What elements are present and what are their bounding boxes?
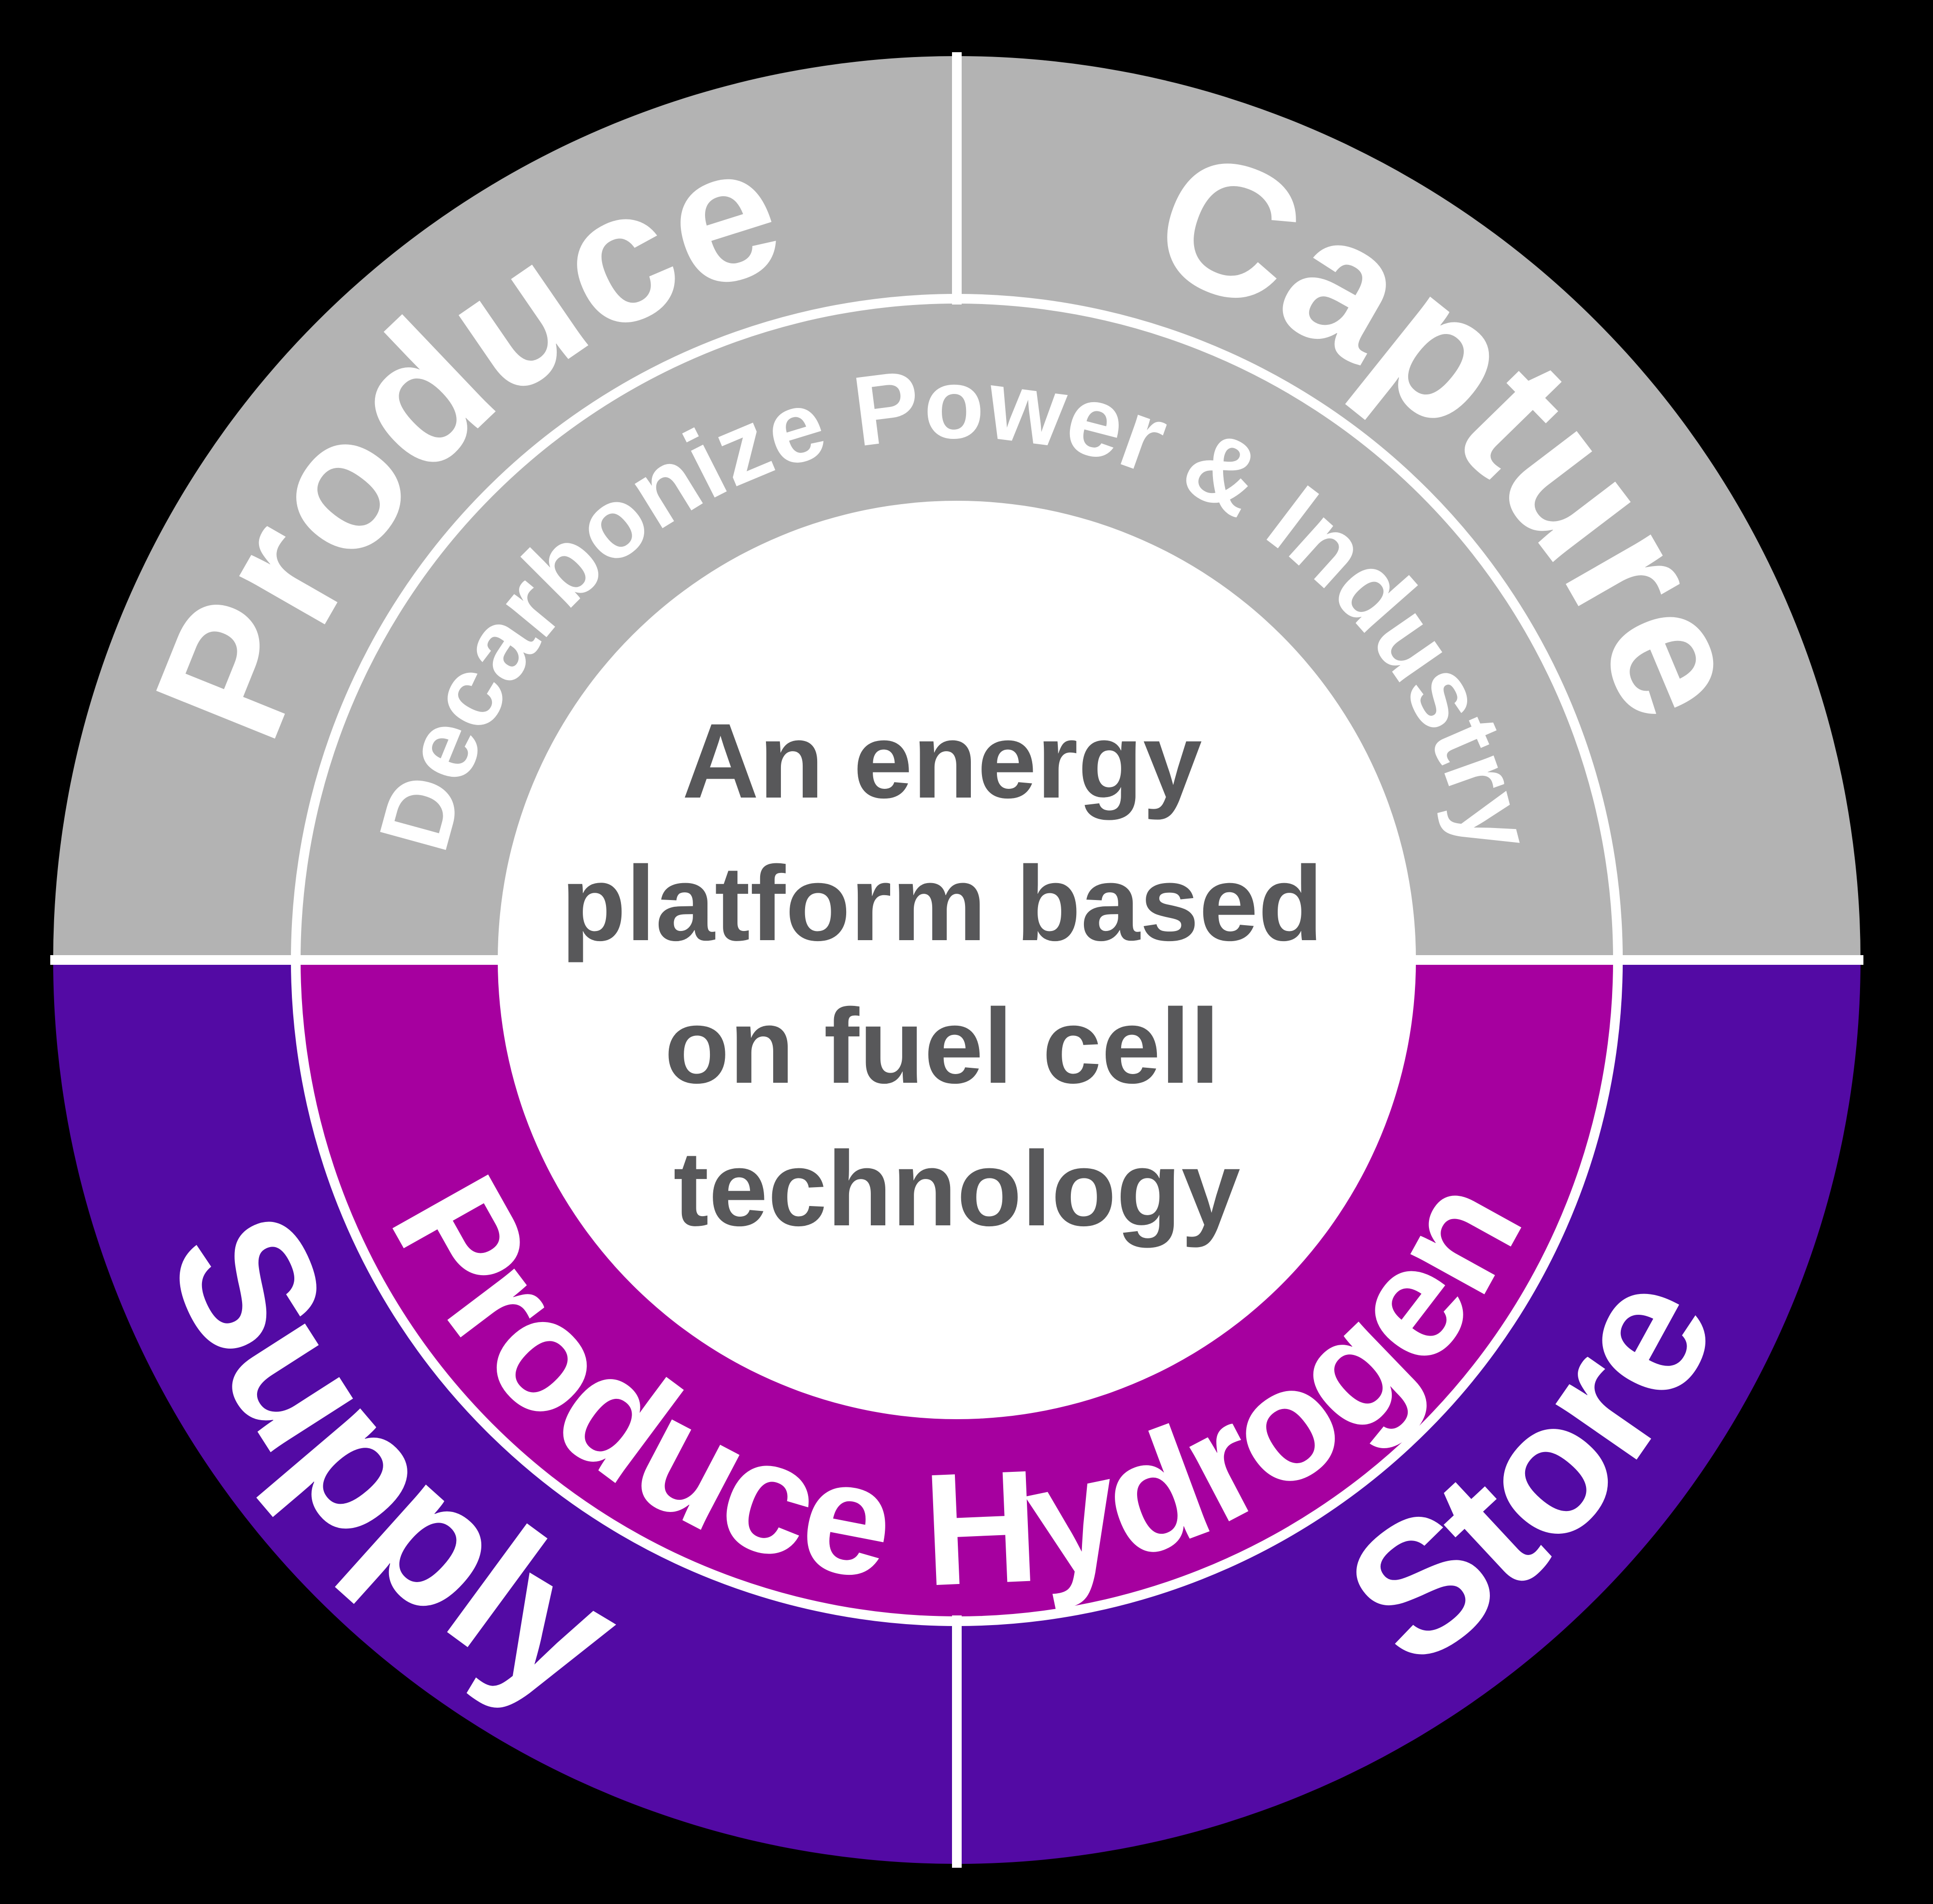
center-text-line-1: An energy	[682, 701, 1202, 820]
center-text-line-2: platform based	[561, 844, 1323, 963]
center-text-line-4: technology	[673, 1129, 1240, 1248]
center-disc	[498, 501, 1416, 1419]
center-text-line-3: on fuel cell	[664, 987, 1220, 1105]
center-text: An energy platform based on fuel cell te…	[561, 701, 1353, 1248]
